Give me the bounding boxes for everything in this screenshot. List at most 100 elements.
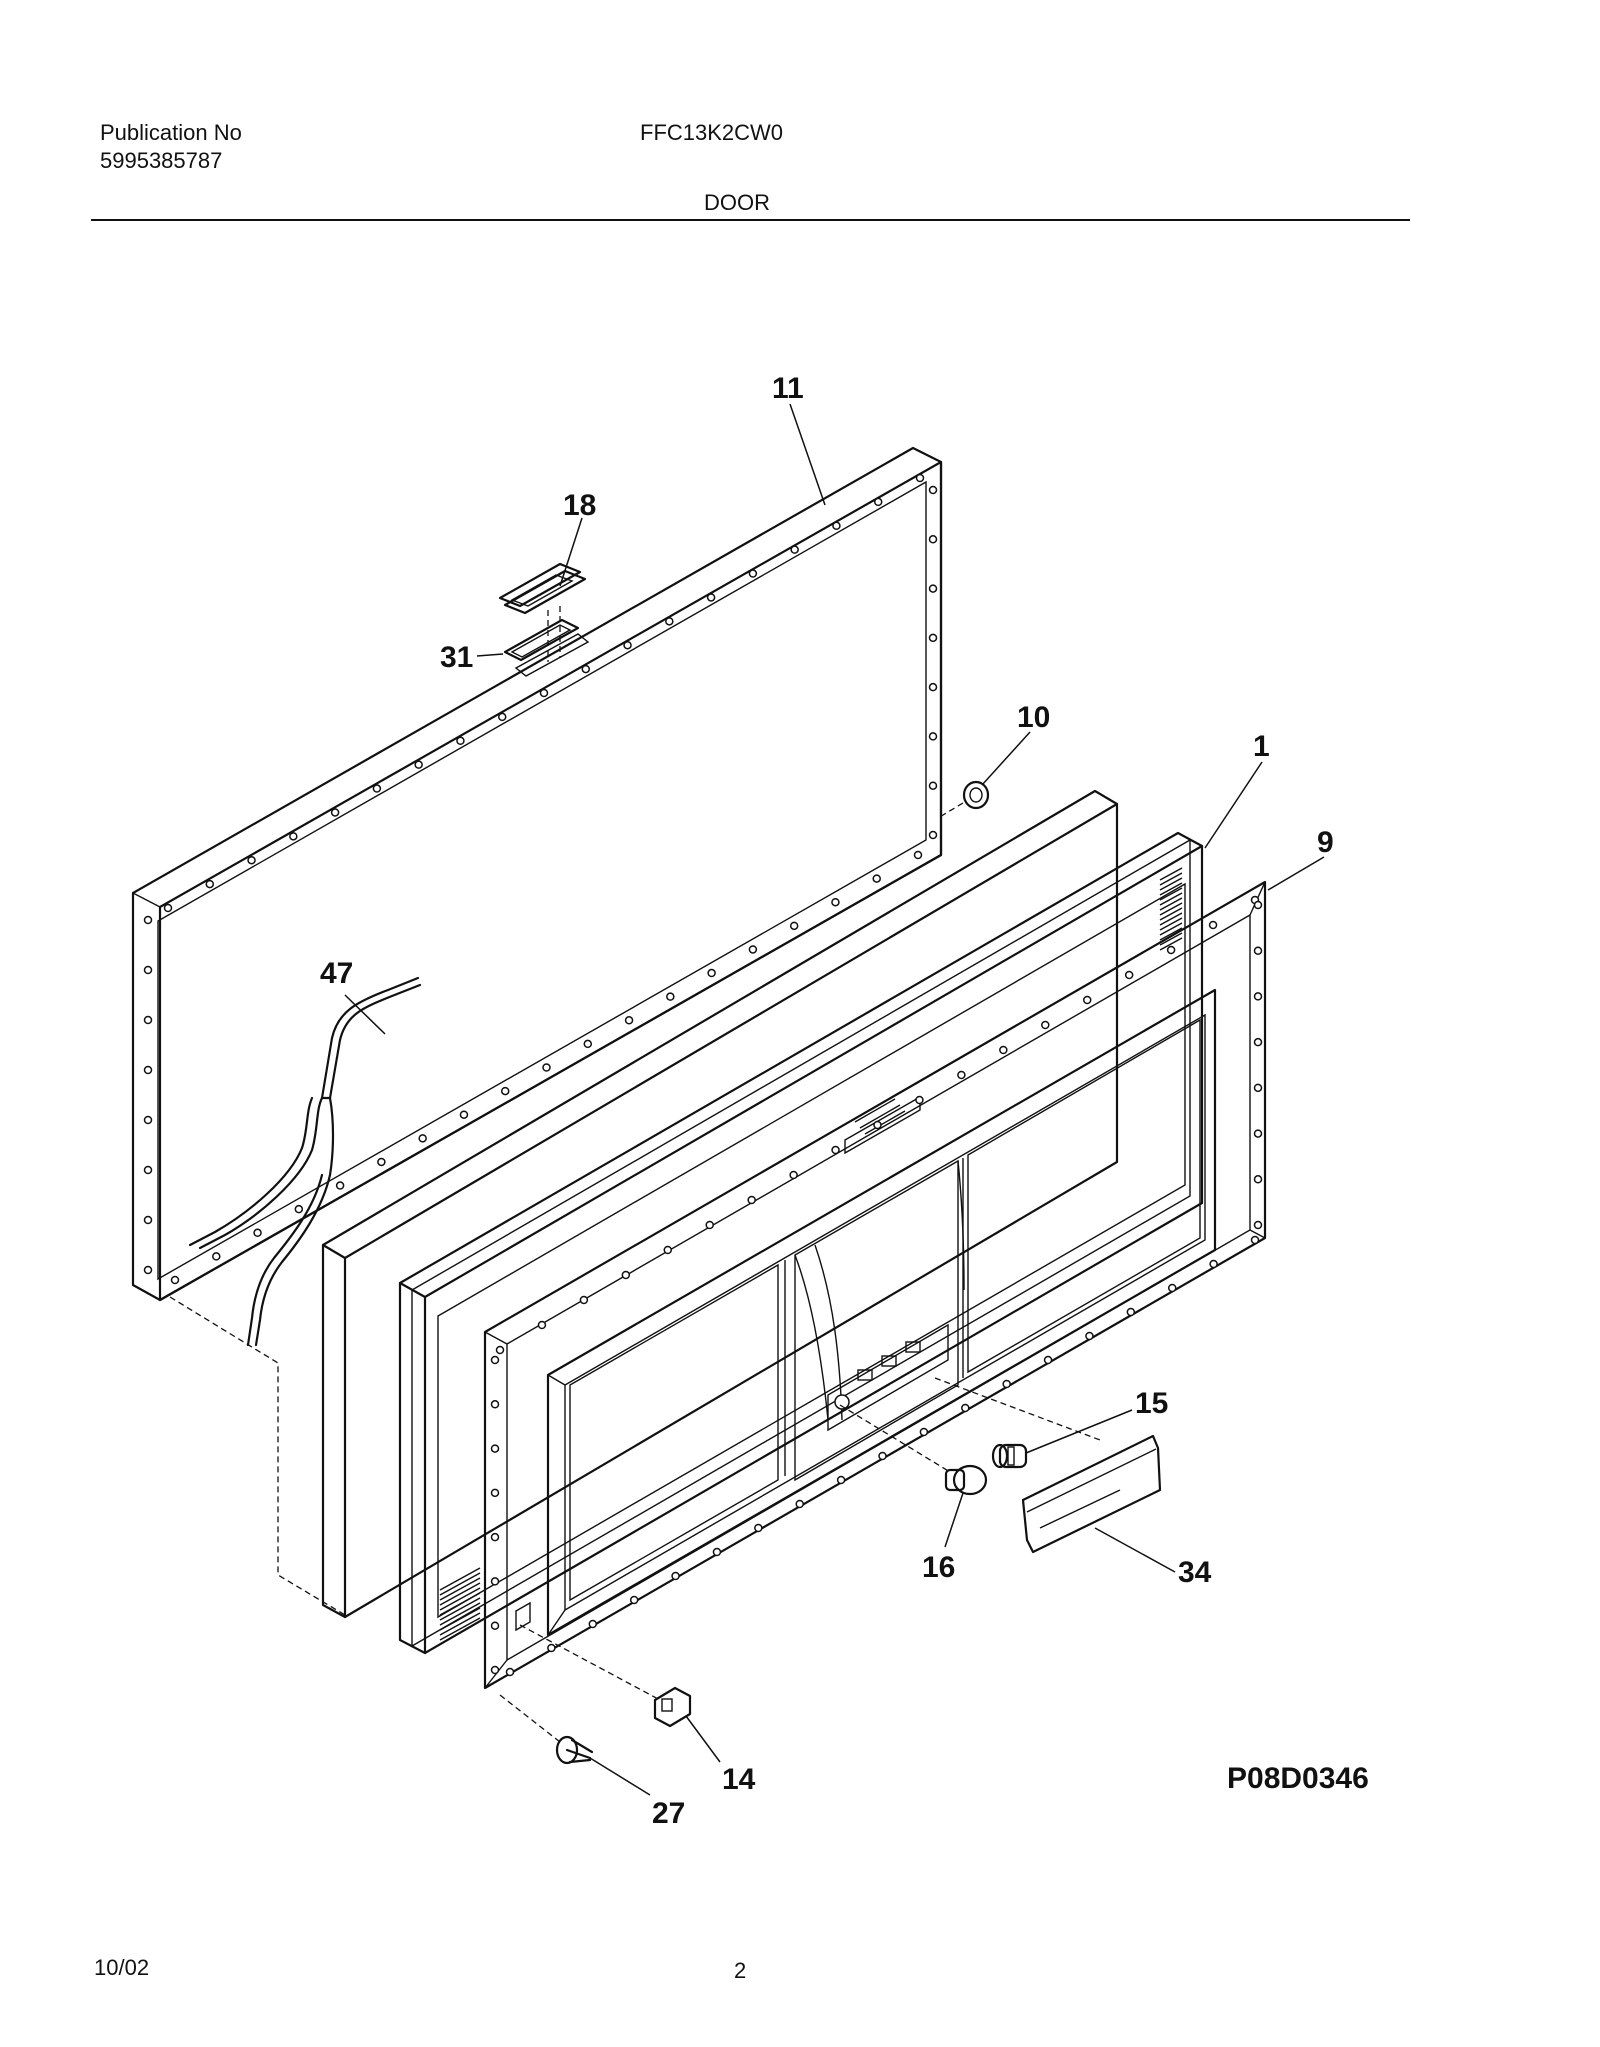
liner-rivet-hole: [663, 1245, 673, 1255]
gasket-rivet-hole: [418, 1134, 427, 1143]
callout-16: 16: [922, 1551, 955, 1584]
liner-rivet-hole: [1253, 1037, 1263, 1047]
liner-rivet-hole: [490, 1400, 500, 1409]
gasket-rivet-hole: [928, 584, 938, 593]
shell-rib: [1159, 897, 1183, 911]
lamp-bulb: [944, 1464, 988, 1496]
liner-rivet-hole: [873, 1120, 882, 1130]
liner-rivet-hole: [1043, 1355, 1053, 1365]
heater-wire: [188, 976, 422, 1347]
gasket-rivet-hole: [500, 1086, 510, 1096]
liner-rivet-hole: [1126, 1307, 1136, 1317]
liner-rivet-hole: [579, 1295, 589, 1305]
shell-rib: [439, 1587, 481, 1611]
liner-rivet-hole: [789, 1170, 798, 1180]
page-number: 2: [734, 1958, 747, 1983]
gasket-rivet-hole: [143, 965, 153, 975]
header-rule: [91, 219, 1410, 221]
door-plug: [937, 780, 990, 819]
gasket-rivet-hole: [212, 1252, 221, 1261]
liner-rivet-hole: [1253, 1220, 1263, 1230]
gasket-rivet-hole: [143, 1065, 153, 1075]
mounting-pin: [555, 1735, 594, 1765]
liner-rivet-hole: [490, 1621, 500, 1630]
liner-rivet-hole: [705, 1220, 714, 1230]
inner-door-liner: [483, 880, 1267, 1690]
shell-rib: [439, 1617, 481, 1641]
footer-date: 10/02: [94, 1955, 150, 1980]
lamp-socket: [991, 1443, 1028, 1469]
handle-assembly: [498, 562, 587, 662]
liner-rivet-hole: [1082, 995, 1092, 1005]
gasket-rivet-hole: [915, 473, 925, 483]
shell-rib: [439, 1572, 481, 1596]
callout-11: 11: [772, 372, 804, 405]
gasket-rivet-hole: [928, 535, 938, 544]
liner-rivet-hole: [915, 1095, 924, 1105]
gasket-rivet-hole: [913, 850, 923, 860]
liner-rivet-hole: [1208, 920, 1218, 930]
liner-rivet-hole: [621, 1270, 631, 1280]
callout-47: 47: [320, 957, 353, 990]
gasket-rivet-hole: [831, 897, 840, 907]
gasket-rivet-hole: [143, 1165, 153, 1175]
shell-rib: [1159, 902, 1183, 916]
liner-rivet-hole: [1209, 1259, 1218, 1269]
liner-rivet-hole: [831, 1145, 840, 1155]
shell-rib: [1159, 932, 1183, 946]
liner-rivet-hole: [1085, 1331, 1094, 1341]
liner-rivet-hole: [537, 1320, 547, 1330]
callout-34: 34: [1178, 1556, 1212, 1589]
liner-rivet-hole: [754, 1523, 763, 1533]
gasket-rivet-hole: [748, 569, 758, 578]
gasket-rivet-hole: [372, 784, 382, 793]
callout-18: 18: [563, 489, 596, 522]
gasket-rivet-hole: [928, 485, 938, 495]
liner-rivet-hole: [490, 1355, 500, 1365]
gasket-rivet-hole: [542, 1063, 551, 1072]
gasket-rivet-hole: [289, 832, 298, 841]
gasket-rivet-hole: [456, 736, 465, 746]
shell-rib: [1159, 907, 1183, 921]
liner-rivet-hole: [999, 1045, 1008, 1055]
gasket-rivet-hole: [459, 1110, 469, 1119]
liner-rivet-hole: [1253, 1129, 1263, 1138]
gasket-rivet-hole: [205, 879, 215, 889]
liner-rivet-hole: [1124, 970, 1134, 980]
liner-rivet-hole: [490, 1532, 500, 1542]
gasket-rivet-hole: [928, 781, 938, 790]
liner-rivet-hole: [1002, 1379, 1011, 1389]
section-title: DOOR: [704, 190, 770, 215]
shell-rib: [439, 1597, 481, 1621]
pin-axis: [499, 1694, 561, 1743]
gasket-rivet-hole: [928, 732, 938, 741]
liner-rivet-hole: [1253, 900, 1263, 910]
liner-rivet-hole: [878, 1451, 887, 1461]
leader-lines: [344, 403, 1325, 1796]
model-number: FFC13K2CW0: [640, 120, 784, 145]
callout-27: 27: [652, 1797, 685, 1830]
shell-rib: [1159, 937, 1183, 951]
callout-1: 1: [1253, 730, 1270, 763]
liner-rivet-hole: [490, 1577, 500, 1586]
liner-rivet-hole: [495, 1345, 505, 1355]
callout-10: 10: [1017, 701, 1050, 734]
door-foam-panel: [321, 789, 1119, 1619]
gasket-rivet-hole: [143, 915, 153, 925]
gasket-rivet-hole: [707, 968, 716, 978]
liner-rivet-hole: [490, 1665, 500, 1675]
shell-rib: [439, 1607, 481, 1631]
shell-rib: [439, 1582, 481, 1606]
door-shell: [398, 831, 1204, 1655]
shell-rib: [1159, 927, 1183, 941]
gasket-rivet-hole: [928, 633, 938, 643]
gasket-rivet-hole: [539, 688, 549, 698]
gasket-rivet-hole: [497, 712, 507, 722]
liner-rivet-hole: [505, 1667, 515, 1677]
gasket-rivet-hole: [143, 1215, 153, 1225]
liner-rivet-hole: [588, 1619, 598, 1629]
light-shield: [1021, 1434, 1162, 1554]
gasket-rivet-hole: [247, 855, 256, 865]
shell-rib: [1159, 887, 1183, 901]
liner-rivet-hole: [490, 1488, 500, 1498]
